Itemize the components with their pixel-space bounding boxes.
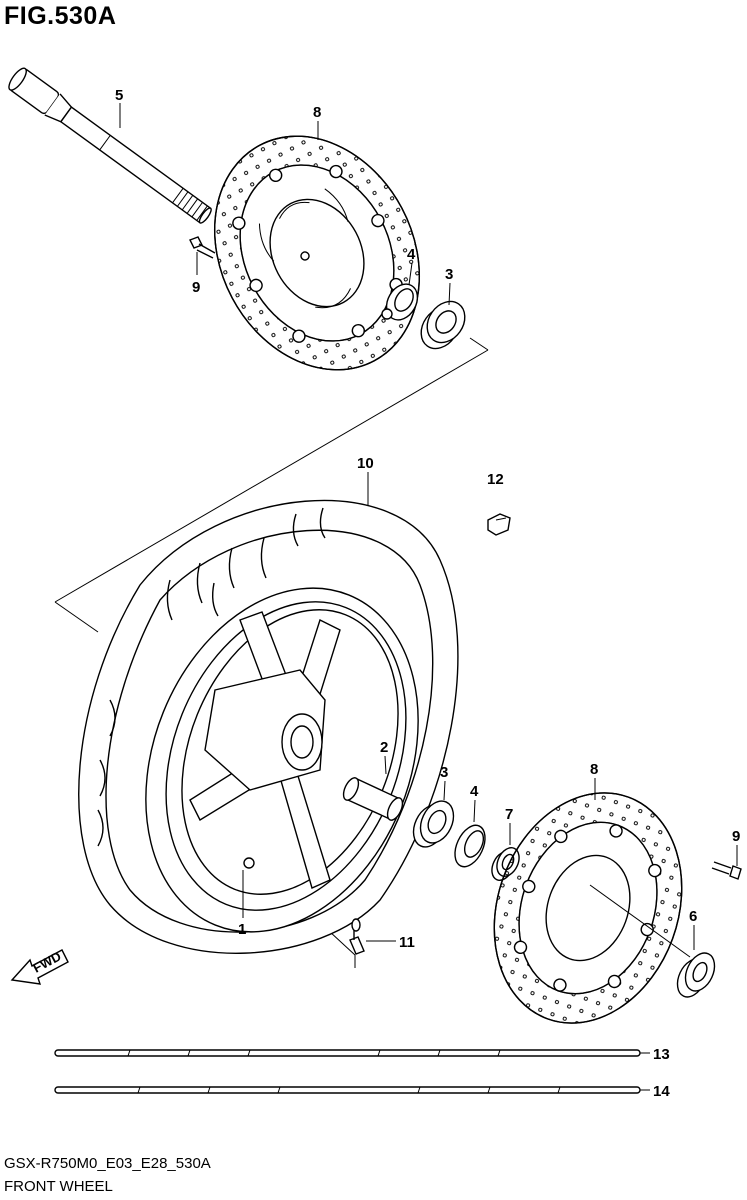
callout-14: 14 [653, 1083, 670, 1100]
callout-10: 10 [357, 455, 374, 472]
rim-tape-13 [54, 1049, 650, 1057]
balance-weight [487, 513, 511, 536]
upper-dust-seal [381, 262, 419, 321]
callout-8-lower: 8 [590, 761, 598, 778]
lower-bearing [412, 780, 455, 848]
figure-title: FIG.530A [4, 2, 117, 30]
callout-8-upper: 8 [313, 104, 321, 121]
disc-bolt-upper [189, 236, 216, 275]
wheel-spacer [342, 755, 404, 821]
collar-6 [676, 925, 716, 998]
callout-7: 7 [505, 806, 513, 823]
callout-4-upper: 4 [407, 246, 416, 263]
callout-1: 1 [238, 921, 246, 938]
tire-valve [349, 918, 396, 955]
lower-dust-seal [454, 799, 486, 868]
callout-3-upper: 3 [445, 266, 453, 283]
upper-brake-disc [214, 135, 420, 371]
callout-6: 6 [689, 908, 697, 925]
rim-tape-14 [54, 1086, 650, 1094]
fwd-arrow-icon [10, 949, 69, 985]
front-wheel [145, 587, 419, 933]
callout-12: 12 [487, 471, 504, 488]
diagram-caption: FRONT WHEEL [4, 1178, 113, 1195]
disc-bolt-lower [711, 845, 742, 880]
upper-bearing [420, 282, 466, 350]
callout-13: 13 [653, 1046, 670, 1063]
callout-3-lower: 3 [440, 764, 448, 781]
callout-11: 11 [399, 934, 415, 951]
callout-9-upper: 9 [192, 279, 200, 296]
front-axle [8, 67, 212, 224]
callout-2: 2 [380, 739, 388, 756]
lower-brake-disc [493, 792, 683, 1024]
diagram-code: GSX-R750M0_E03_E28_530A [4, 1155, 211, 1172]
callout-9-lower: 9 [732, 828, 740, 845]
callout-4-lower: 4 [470, 783, 479, 800]
callout-5: 5 [115, 87, 123, 104]
